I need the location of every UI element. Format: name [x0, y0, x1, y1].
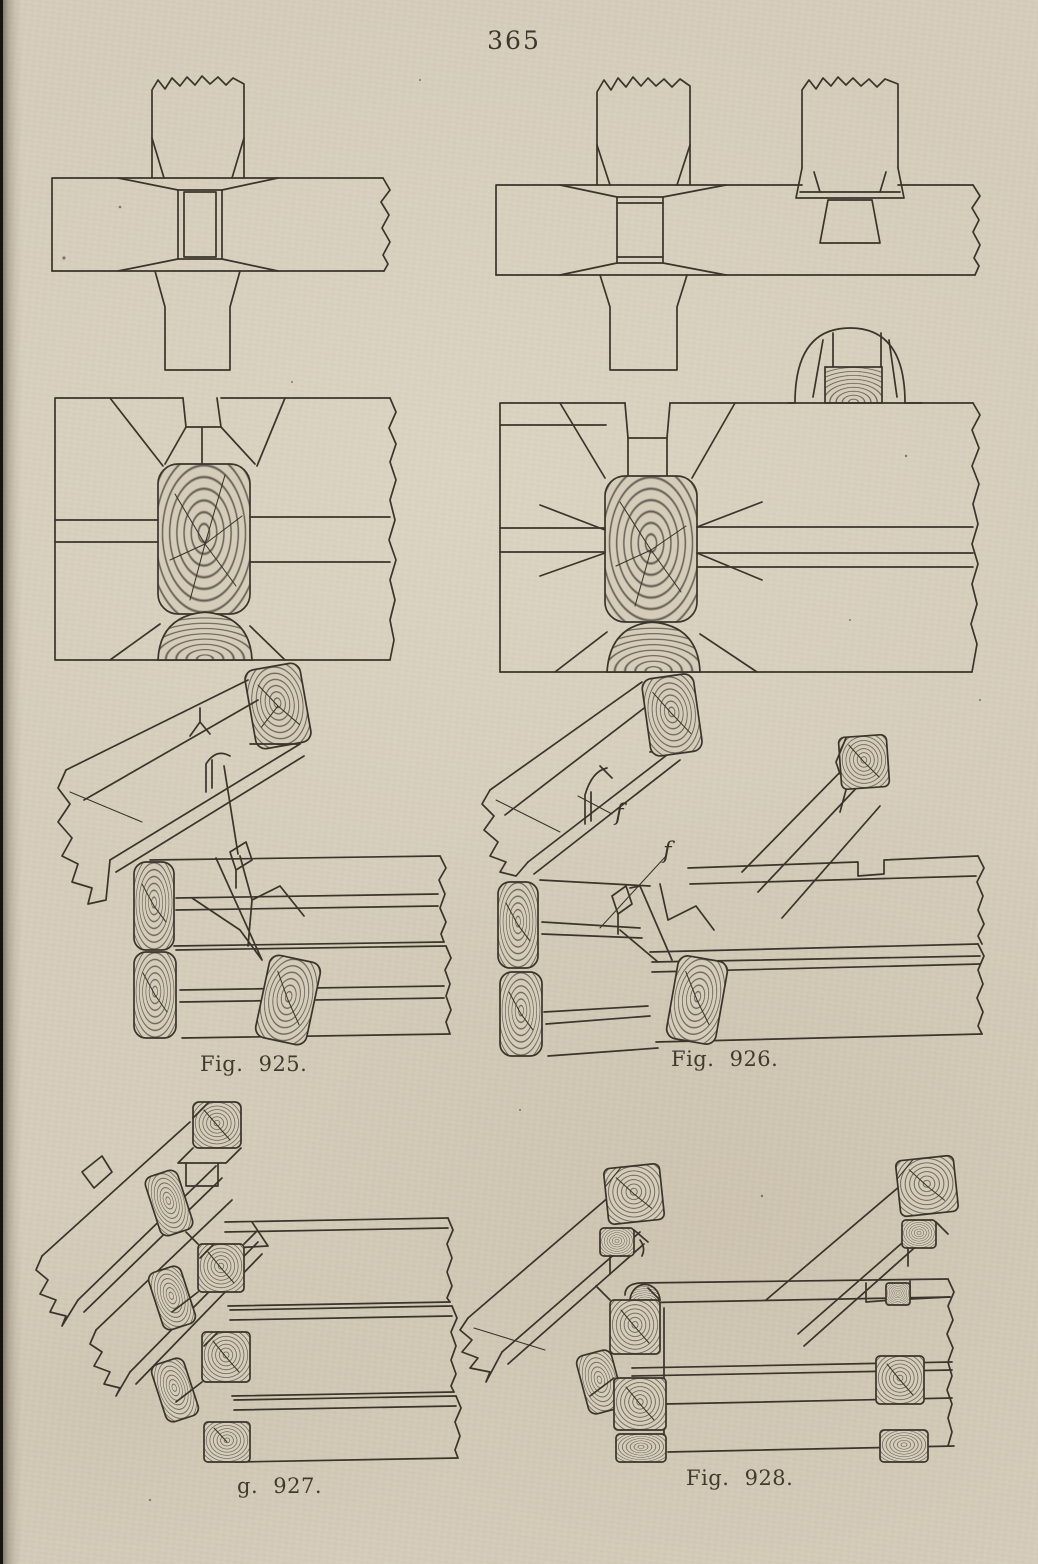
label-f-lower: f	[663, 838, 672, 864]
fig-927-caption: g. 927.	[237, 1474, 323, 1498]
fig-926-drawing	[481, 673, 985, 1057]
fig-925-drawing	[57, 662, 452, 1046]
log-end-grain	[609, 1299, 661, 1355]
log-end-grain	[244, 662, 312, 750]
log-end-grain	[875, 1355, 925, 1405]
fig-926-caption: Fig. 926.	[671, 1047, 779, 1071]
dovetail-socket	[819, 199, 881, 244]
label-f-upper: f	[615, 800, 624, 826]
log-end-grain	[254, 954, 322, 1046]
log-end-grain	[192, 1101, 242, 1149]
log-end-grain	[665, 955, 729, 1045]
log-end-grain	[575, 1349, 625, 1415]
plan-view-cross-joint-left	[51, 75, 391, 371]
fig-927-drawing	[35, 1101, 462, 1463]
plan-view-cross-joint-right	[495, 76, 981, 371]
log-end-grain	[837, 733, 891, 791]
log-end-grain	[613, 1377, 667, 1431]
fig-925-caption: Fig. 925.	[200, 1052, 308, 1076]
log-end-grain	[615, 1433, 667, 1463]
log-end-grain-partial	[606, 621, 701, 673]
log-end-grain	[147, 1265, 197, 1331]
section-view-left	[54, 397, 397, 661]
log-end-grain	[894, 1154, 960, 1218]
log-end-grain	[629, 1283, 661, 1304]
fig-928-caption: Fig. 928.	[686, 1466, 794, 1490]
log-end-grain-partial	[157, 611, 253, 661]
log-end-grain	[497, 881, 539, 969]
page-number: 365	[487, 26, 541, 55]
log-end-grain	[133, 951, 177, 1039]
log-end-grain	[144, 1169, 194, 1237]
paper-specks	[62, 79, 981, 1502]
fig-928-drawing	[459, 1154, 960, 1463]
log-end-grain	[197, 1243, 245, 1293]
log-end-grain	[901, 1219, 937, 1249]
log-end-grain	[201, 1331, 251, 1383]
log-end-grain	[499, 971, 543, 1057]
log-end-grain	[604, 475, 698, 623]
log-end-grain	[599, 1227, 635, 1257]
log-end-grain	[150, 1357, 200, 1423]
log-end-grain	[203, 1421, 251, 1463]
log-end-grain	[133, 861, 175, 951]
leader-line	[577, 795, 667, 929]
log-end-grain	[602, 1162, 666, 1226]
section-view-right	[499, 327, 981, 673]
log-end-grain	[157, 463, 251, 615]
dovetail-tenon-beam	[795, 76, 905, 199]
log-end-grain	[641, 673, 703, 757]
log-end-grain	[885, 1282, 911, 1306]
log-end-grain	[879, 1429, 929, 1463]
dovetail-key-detail	[787, 327, 923, 404]
